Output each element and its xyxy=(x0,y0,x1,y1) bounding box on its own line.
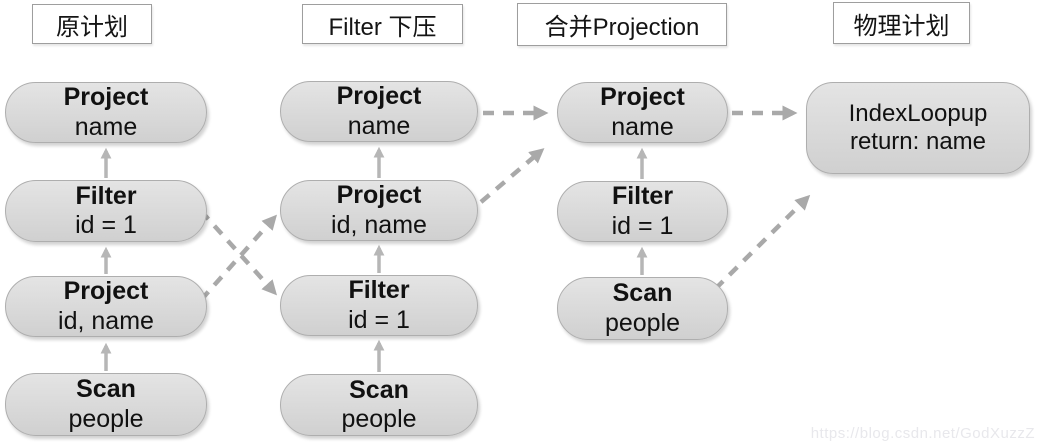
arrow-pushup-project xyxy=(199,214,277,302)
operator-arg: id, name xyxy=(58,306,154,335)
stage-title-filter-pushdown: Filter 下压 xyxy=(302,4,463,44)
node-s3-filter: Filter id = 1 xyxy=(557,181,728,242)
stage-title-original-plan: 原计划 xyxy=(32,4,152,44)
operator-arg: people xyxy=(341,405,417,433)
node-s1-project-name: Project name xyxy=(5,82,207,143)
operator-label: Filter xyxy=(348,276,410,304)
operator-arg: name xyxy=(74,112,138,141)
operator-label: Project xyxy=(336,181,422,209)
operator-label: Project xyxy=(336,82,422,110)
operator-arg: id = 1 xyxy=(348,305,410,334)
node-s3-scan: Scan people xyxy=(557,277,728,340)
operator-label: Filter xyxy=(611,182,674,210)
operator-arg: people xyxy=(604,308,681,337)
watermark-url: https://blog.csdn.net/GodXuzzZ xyxy=(810,425,1035,442)
operator-label: Project xyxy=(63,277,149,305)
operator-label: Scan xyxy=(76,375,136,403)
operator-arg: name xyxy=(347,111,411,140)
node-s1-filter: Filter id = 1 xyxy=(5,180,207,242)
node-s4-indexlookup: IndexLoopup return: name xyxy=(806,82,1030,174)
stage-title-merge-projection: 合并Projection xyxy=(517,3,727,46)
operator-label: Project xyxy=(600,83,685,111)
operator-arg: id = 1 xyxy=(611,211,674,240)
operator-arg: people xyxy=(68,404,144,433)
operator-arg: id = 1 xyxy=(75,211,137,239)
node-s2-project-id-name: Project id, name xyxy=(280,180,478,241)
operator-arg: name xyxy=(611,112,674,141)
node-s3-project-name: Project name xyxy=(557,82,728,143)
arrow-merge-project-diag xyxy=(479,148,545,204)
operator-label: IndexLoopup xyxy=(848,99,988,127)
node-s2-project-name: Project name xyxy=(280,81,478,142)
stage-title-physical-plan: 物理计划 xyxy=(833,2,970,44)
operator-label: Project xyxy=(63,83,149,111)
node-s2-filter: Filter id = 1 xyxy=(280,275,478,336)
node-s1-scan: Scan people xyxy=(5,373,207,436)
arrow-pushdown-filter xyxy=(199,209,278,296)
node-s1-project-id-name: Project id, name xyxy=(5,276,207,337)
operator-label: Scan xyxy=(612,279,673,307)
operator-label: Scan xyxy=(349,375,409,404)
node-s2-scan: Scan people xyxy=(280,374,478,436)
operator-arg: id, name xyxy=(331,210,427,239)
operator-arg: return: name xyxy=(849,128,987,155)
operator-label: Filter xyxy=(75,181,137,210)
